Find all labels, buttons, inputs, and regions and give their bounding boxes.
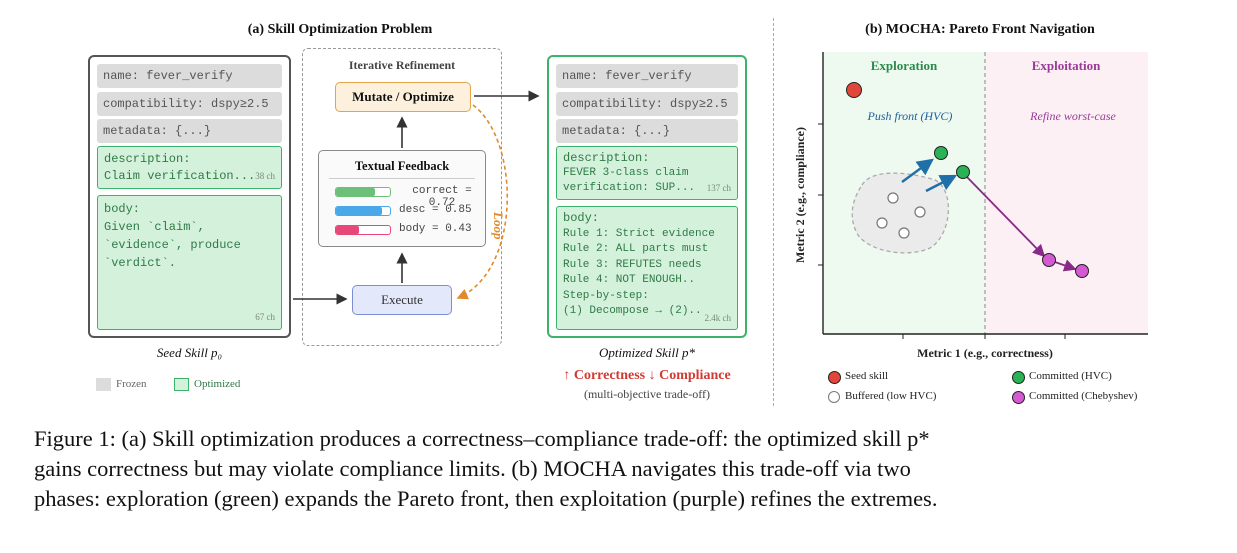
- seed-desc-label: description:: [104, 152, 191, 166]
- opt-desc-line: FEVER 3-class claim: [563, 167, 689, 179]
- opt-description-field: description: FEVER 3-class claim verific…: [556, 146, 738, 200]
- hvc-arrow: [901, 158, 934, 183]
- exploration-label: Exploration: [871, 58, 938, 73]
- feedback-score: body = 0.43: [399, 223, 472, 235]
- panel-b-title: (b) MOCHA: Pareto Front Navigation: [865, 22, 1095, 37]
- x-axis-label: Metric 1 (e.g., correctness): [917, 346, 1053, 360]
- execute-box: Execute: [352, 285, 452, 315]
- chebyshev-point: [1042, 253, 1056, 267]
- legend-cheby-label: Committed (Chebyshev): [1029, 390, 1138, 402]
- opt-body-line: (1) Decompose → (2)..: [563, 305, 702, 317]
- exploitation-label: Exploitation: [1032, 58, 1101, 73]
- feedback-score: desc = 0.85: [399, 204, 472, 216]
- legend-buffered-marker: [828, 391, 840, 403]
- seed-compat-field: compatibility: dspy≥2.5: [97, 92, 282, 116]
- seed-body-line: `evidence`, produce: [104, 238, 241, 252]
- panel-divider: [773, 18, 774, 406]
- opt-compat-field: compatibility: dspy≥2.5: [556, 92, 738, 116]
- legend-cheby-marker: [1012, 391, 1025, 404]
- hvc-arrow: [925, 174, 958, 193]
- opt-meta-field: metadata: {...}: [556, 119, 738, 143]
- caption-line: Figure 1: (a) Skill optimization produce…: [34, 426, 930, 451]
- loop-arrow: [456, 104, 509, 300]
- feedback-score: correct = 0.72: [412, 185, 472, 209]
- iterative-refinement-box: [302, 48, 502, 346]
- feedback-title: Textual Feedback: [354, 159, 450, 173]
- feedback-bar-fill: [336, 188, 375, 196]
- seed-point: [846, 82, 862, 98]
- opt-body-size: 2.4k ch: [704, 312, 732, 323]
- chebyshev-arrow: [964, 174, 1046, 258]
- chebyshev-point: [1075, 264, 1089, 278]
- seed-skill-card: name: fever_verify compatibility: dspy≥2…: [88, 55, 291, 338]
- legend-optimized-label: Optimized: [194, 378, 241, 390]
- mutate-optimize-box: Mutate / Optimize: [335, 82, 471, 112]
- exploitation-region: [985, 52, 1148, 334]
- buffered-point: [876, 217, 888, 229]
- seed-body-field: body: Given `claim`, `evidence`, produce…: [97, 195, 282, 330]
- legend-hvc-label: Committed (HVC): [1029, 370, 1112, 382]
- feedback-bar: [335, 206, 391, 216]
- legend-optimized-swatch: [174, 378, 189, 391]
- y-axis-label: Metric 2 (e.g., compliance): [793, 127, 807, 263]
- feedback-bar: [335, 187, 391, 197]
- caption-line: gains correctness but may violate compli…: [34, 456, 911, 481]
- feedback-bar-fill: [336, 226, 360, 234]
- buffer-blob: [851, 172, 949, 254]
- optimized-skill-caption: Optimized Skill p*: [598, 345, 696, 360]
- feedback-bar: [335, 225, 391, 235]
- opt-desc-label: description:: [563, 151, 650, 165]
- opt-body-label: body:: [563, 211, 600, 225]
- seed-body-size: 67 ch: [255, 312, 275, 322]
- seed-desc-text: Claim verification...: [104, 169, 256, 183]
- seed-body-line: Given `claim`,: [104, 220, 205, 234]
- optimized-skill-card: name: fever_verify compatibility: dspy≥2…: [547, 55, 747, 338]
- tradeoff-text: ↑ Correctness ↓ Compliance: [563, 368, 731, 383]
- seed-skill-caption: Seed Skill p₀: [156, 345, 223, 360]
- panel-a-title: (a) Skill Optimization Problem: [247, 22, 433, 37]
- legend-seed-label: Seed skill: [845, 370, 889, 382]
- hvc-point: [956, 165, 970, 179]
- opt-body-line: Rule 4: NOT ENOUGH..: [563, 274, 696, 286]
- panel-a-arrows: [293, 90, 540, 305]
- tradeoff-subtext: (multi-objective trade-off): [583, 387, 711, 401]
- legend-buffered-label: Buffered (low HVC): [845, 390, 937, 402]
- feedback-bar-fill: [336, 207, 382, 215]
- seed-body-line: `verdict`.: [104, 256, 177, 270]
- opt-desc-line: verification: SUP...: [563, 182, 696, 194]
- seed-description-field: description: Claim verification... 38 ch: [97, 146, 282, 189]
- legend-frozen-swatch: [96, 378, 111, 391]
- buffered-point: [914, 206, 926, 218]
- opt-body-line: Rule 3: REFUTES needs: [563, 258, 702, 271]
- buffered-point: [898, 227, 910, 239]
- hvc-point: [934, 146, 948, 160]
- seed-desc-size: 38 ch: [255, 171, 275, 181]
- feedback-divider: [329, 178, 475, 179]
- seed-name-field: name: fever_verify: [97, 64, 282, 88]
- figure-caption: Figure 1: (a) Skill optimization produce…: [34, 424, 1224, 514]
- opt-desc-size: 137 ch: [706, 183, 731, 193]
- opt-body-line: Rule 2: ALL parts must: [563, 243, 709, 255]
- buffered-point: [887, 192, 899, 204]
- refine-label: Refine worst-case: [1029, 109, 1116, 123]
- push-front-label: Push front (HVC): [867, 109, 953, 123]
- opt-name-field: name: fever_verify: [556, 64, 738, 88]
- opt-body-field: body: Rule 1: Strict evidence Rule 2: AL…: [556, 206, 738, 330]
- pareto-plot: Exploration Exploitation Push front (HVC…: [793, 52, 1148, 360]
- opt-body-line: Rule 1: Strict evidence: [563, 227, 715, 240]
- legend-seed-marker: [828, 371, 841, 384]
- seed-body-label: body:: [104, 202, 141, 216]
- iterative-refinement-title: Iterative Refinement: [348, 58, 456, 72]
- legend-hvc-marker: [1012, 371, 1025, 384]
- legend-frozen-label: Frozen: [116, 378, 147, 390]
- opt-body-line: Step-by-step:: [563, 289, 649, 302]
- caption-line: phases: exploration (green) expands the …: [34, 486, 938, 511]
- seed-meta-field: metadata: {...}: [97, 119, 282, 143]
- chebyshev-arrow: [1051, 259, 1077, 272]
